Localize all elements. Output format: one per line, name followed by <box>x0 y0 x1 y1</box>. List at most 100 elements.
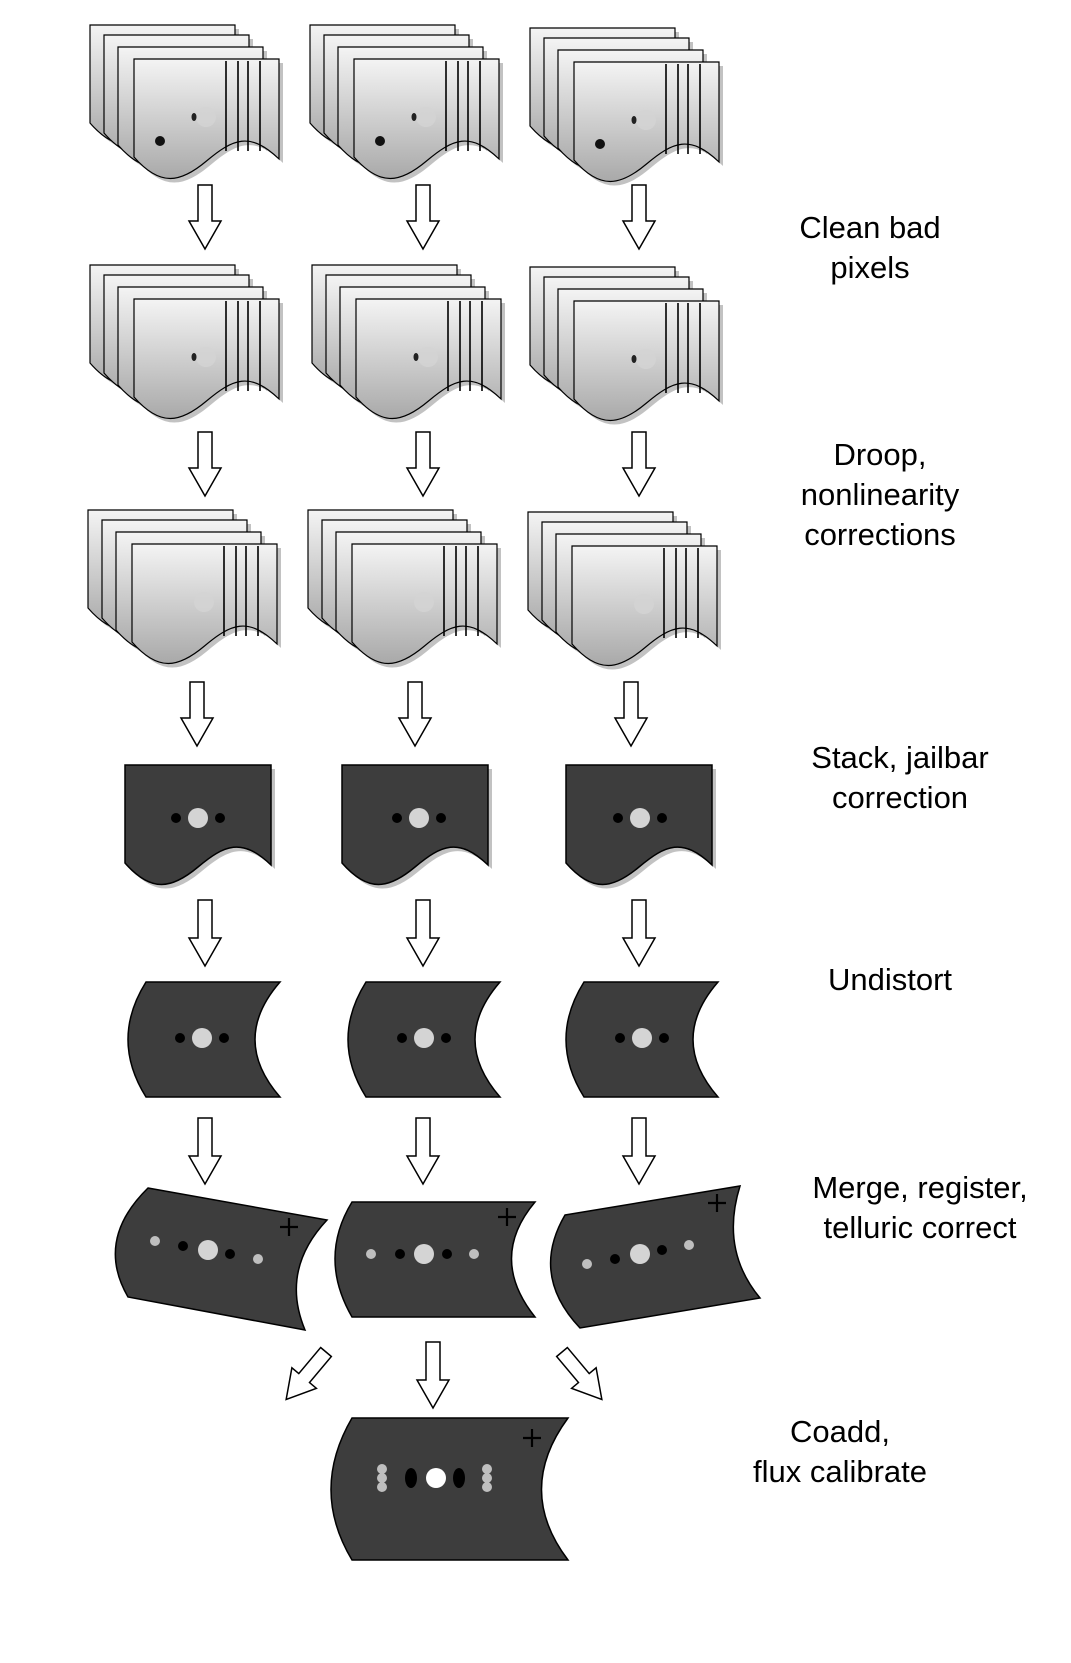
clean-stack-a-bright-source <box>196 347 216 367</box>
process-arrow-3-3 <box>613 681 649 748</box>
stacked-frame-b <box>341 764 492 889</box>
coadded-frame-faint-source <box>482 1464 492 1474</box>
arrows-layer <box>179 184 657 1410</box>
process-arrow-4-3 <box>621 899 657 968</box>
merged-frame-c-faint-source <box>582 1259 592 1269</box>
step-label-coadd-line-1: Coadd, <box>790 1414 890 1449</box>
step-label-undistort: Undistort <box>770 960 1010 1000</box>
raw-stack-b-small-artifact <box>411 113 417 121</box>
step-label-stack-line-1: Stack, jailbar <box>811 740 989 775</box>
process-arrow-3-2 <box>397 681 433 748</box>
raw-stack-b-bright-source <box>416 107 436 127</box>
coadd-arrow-left <box>285 1346 333 1401</box>
step-label-stack: Stack, jailbar correction <box>770 738 1030 818</box>
process-arrow-4-2 <box>405 899 441 968</box>
stacked-frame-a-dark-source <box>215 813 225 823</box>
merged-frame-a-bright-source <box>198 1240 218 1260</box>
step-label-droop-line-1: Droop, <box>833 437 927 472</box>
raw-stack-a-bright-source <box>196 107 216 127</box>
merged-frame-b-faint-source <box>366 1249 376 1259</box>
step-label-clean-line-2: pixels <box>830 250 910 285</box>
merged-frame-b-faint-source <box>469 1249 479 1259</box>
stacked-frame-b-dark-source <box>436 813 446 823</box>
step-label-clean-line-1: Clean bad <box>799 210 941 245</box>
merged-frame-a-faint-source <box>253 1254 263 1264</box>
coadded-frame-faint-source <box>482 1482 492 1492</box>
merged-frame-c-faint-source <box>684 1240 694 1250</box>
step-label-undistort-line-1: Undistort <box>827 962 953 997</box>
merged-frame-a-faint-source <box>150 1236 160 1246</box>
coadded-frame-bright-source <box>426 1468 446 1488</box>
merged-frame-a-dark-source <box>225 1249 235 1259</box>
undistorted-frame-b-bright-source <box>414 1028 434 1048</box>
undistorted-frame-b <box>347 981 502 1098</box>
merged-frame-a <box>114 1187 329 1331</box>
process-arrow-5-2 <box>405 1117 441 1186</box>
undistorted-frame-c <box>565 981 720 1098</box>
clean-stack-b-small-artifact <box>413 353 419 361</box>
raw-stack-c-bright-source <box>636 110 656 130</box>
raw-stack-b-bad-pixel <box>375 136 385 146</box>
merged-frame-b-dark-source <box>442 1249 452 1259</box>
undistorted-frame-b-dark-source <box>397 1033 407 1043</box>
undistorted-frame-a <box>127 981 282 1098</box>
droop-stack-c <box>527 511 721 670</box>
raw-stack-b <box>309 24 503 183</box>
droop-stack-a-bright-source <box>194 592 214 612</box>
stacked-frame-b-dark-source <box>392 813 402 823</box>
step-label-merge-line-2: telluric correct <box>823 1210 1017 1245</box>
coadded-frame-faint-source <box>482 1473 492 1483</box>
process-arrow-1-1 <box>187 184 223 251</box>
process-arrow-2-1 <box>187 431 223 498</box>
process-arrow-2-3 <box>621 431 657 498</box>
undistorted-frame-c-dark-source <box>659 1033 669 1043</box>
clean-stack-c-bright-source <box>636 349 656 369</box>
merged-frame-a-body <box>114 1187 329 1331</box>
step-label-droop-line-2: nonlinearity <box>800 477 960 512</box>
raw-stack-c-small-artifact <box>631 116 637 124</box>
merged-frame-b-bright-source <box>414 1244 434 1264</box>
undistorted-frame-b-dark-source <box>441 1033 451 1043</box>
stacked-frame-c-dark-source <box>613 813 623 823</box>
stacked-frame-c-dark-source <box>657 813 667 823</box>
droop-stack-b <box>307 509 501 668</box>
undistorted-frame-a-dark-source <box>175 1033 185 1043</box>
undistorted-frame-a-bright-source <box>192 1028 212 1048</box>
stacked-frame-a <box>124 764 275 889</box>
merged-frame-c-dark-source <box>610 1254 620 1264</box>
raw-stack-c <box>529 27 723 186</box>
coadded-frame-faint-source <box>377 1464 387 1474</box>
step-label-droop-line-3: corrections <box>804 517 956 552</box>
process-arrow-1-2 <box>405 184 441 251</box>
merged-frame-c-dark-source <box>657 1245 667 1255</box>
process-arrow-5-1 <box>187 1117 223 1186</box>
merged-frame-b-dark-source <box>395 1249 405 1259</box>
step-label-merge-line-1: Merge, register, <box>812 1170 1028 1205</box>
raw-stack-a-small-artifact <box>191 113 197 121</box>
coadded-frame-dark-source <box>453 1468 465 1488</box>
process-arrow-5-3 <box>621 1117 657 1186</box>
stacked-frame-a-bright-source <box>188 808 208 828</box>
clean-stack-b <box>311 264 505 423</box>
step-label-clean: Clean bad pixels <box>760 208 980 288</box>
clean-stack-a-small-artifact <box>191 353 197 361</box>
clean-stack-c-small-artifact <box>631 355 637 363</box>
droop-stack-a <box>87 509 281 668</box>
step-label-stack-line-2: correction <box>831 780 969 815</box>
clean-stack-a <box>89 264 283 423</box>
merged-frame-c <box>549 1185 762 1329</box>
clean-stack-c <box>529 266 723 425</box>
process-arrow-4-1 <box>187 899 223 968</box>
coadded-frame-faint-source <box>377 1482 387 1492</box>
coadded-frame-faint-source <box>377 1473 387 1483</box>
stacked-frame-c-bright-source <box>630 808 650 828</box>
process-arrow-2-2 <box>405 431 441 498</box>
raw-stack-a-bad-pixel <box>155 136 165 146</box>
step-label-coadd-line-2: flux calibrate <box>752 1454 928 1489</box>
coadded-frame <box>330 1417 570 1561</box>
undistorted-frame-a-dark-source <box>219 1033 229 1043</box>
stacked-frame-c <box>565 764 716 889</box>
merged-frame-a-dark-source <box>178 1241 188 1251</box>
raw-stack-c-bad-pixel <box>595 139 605 149</box>
